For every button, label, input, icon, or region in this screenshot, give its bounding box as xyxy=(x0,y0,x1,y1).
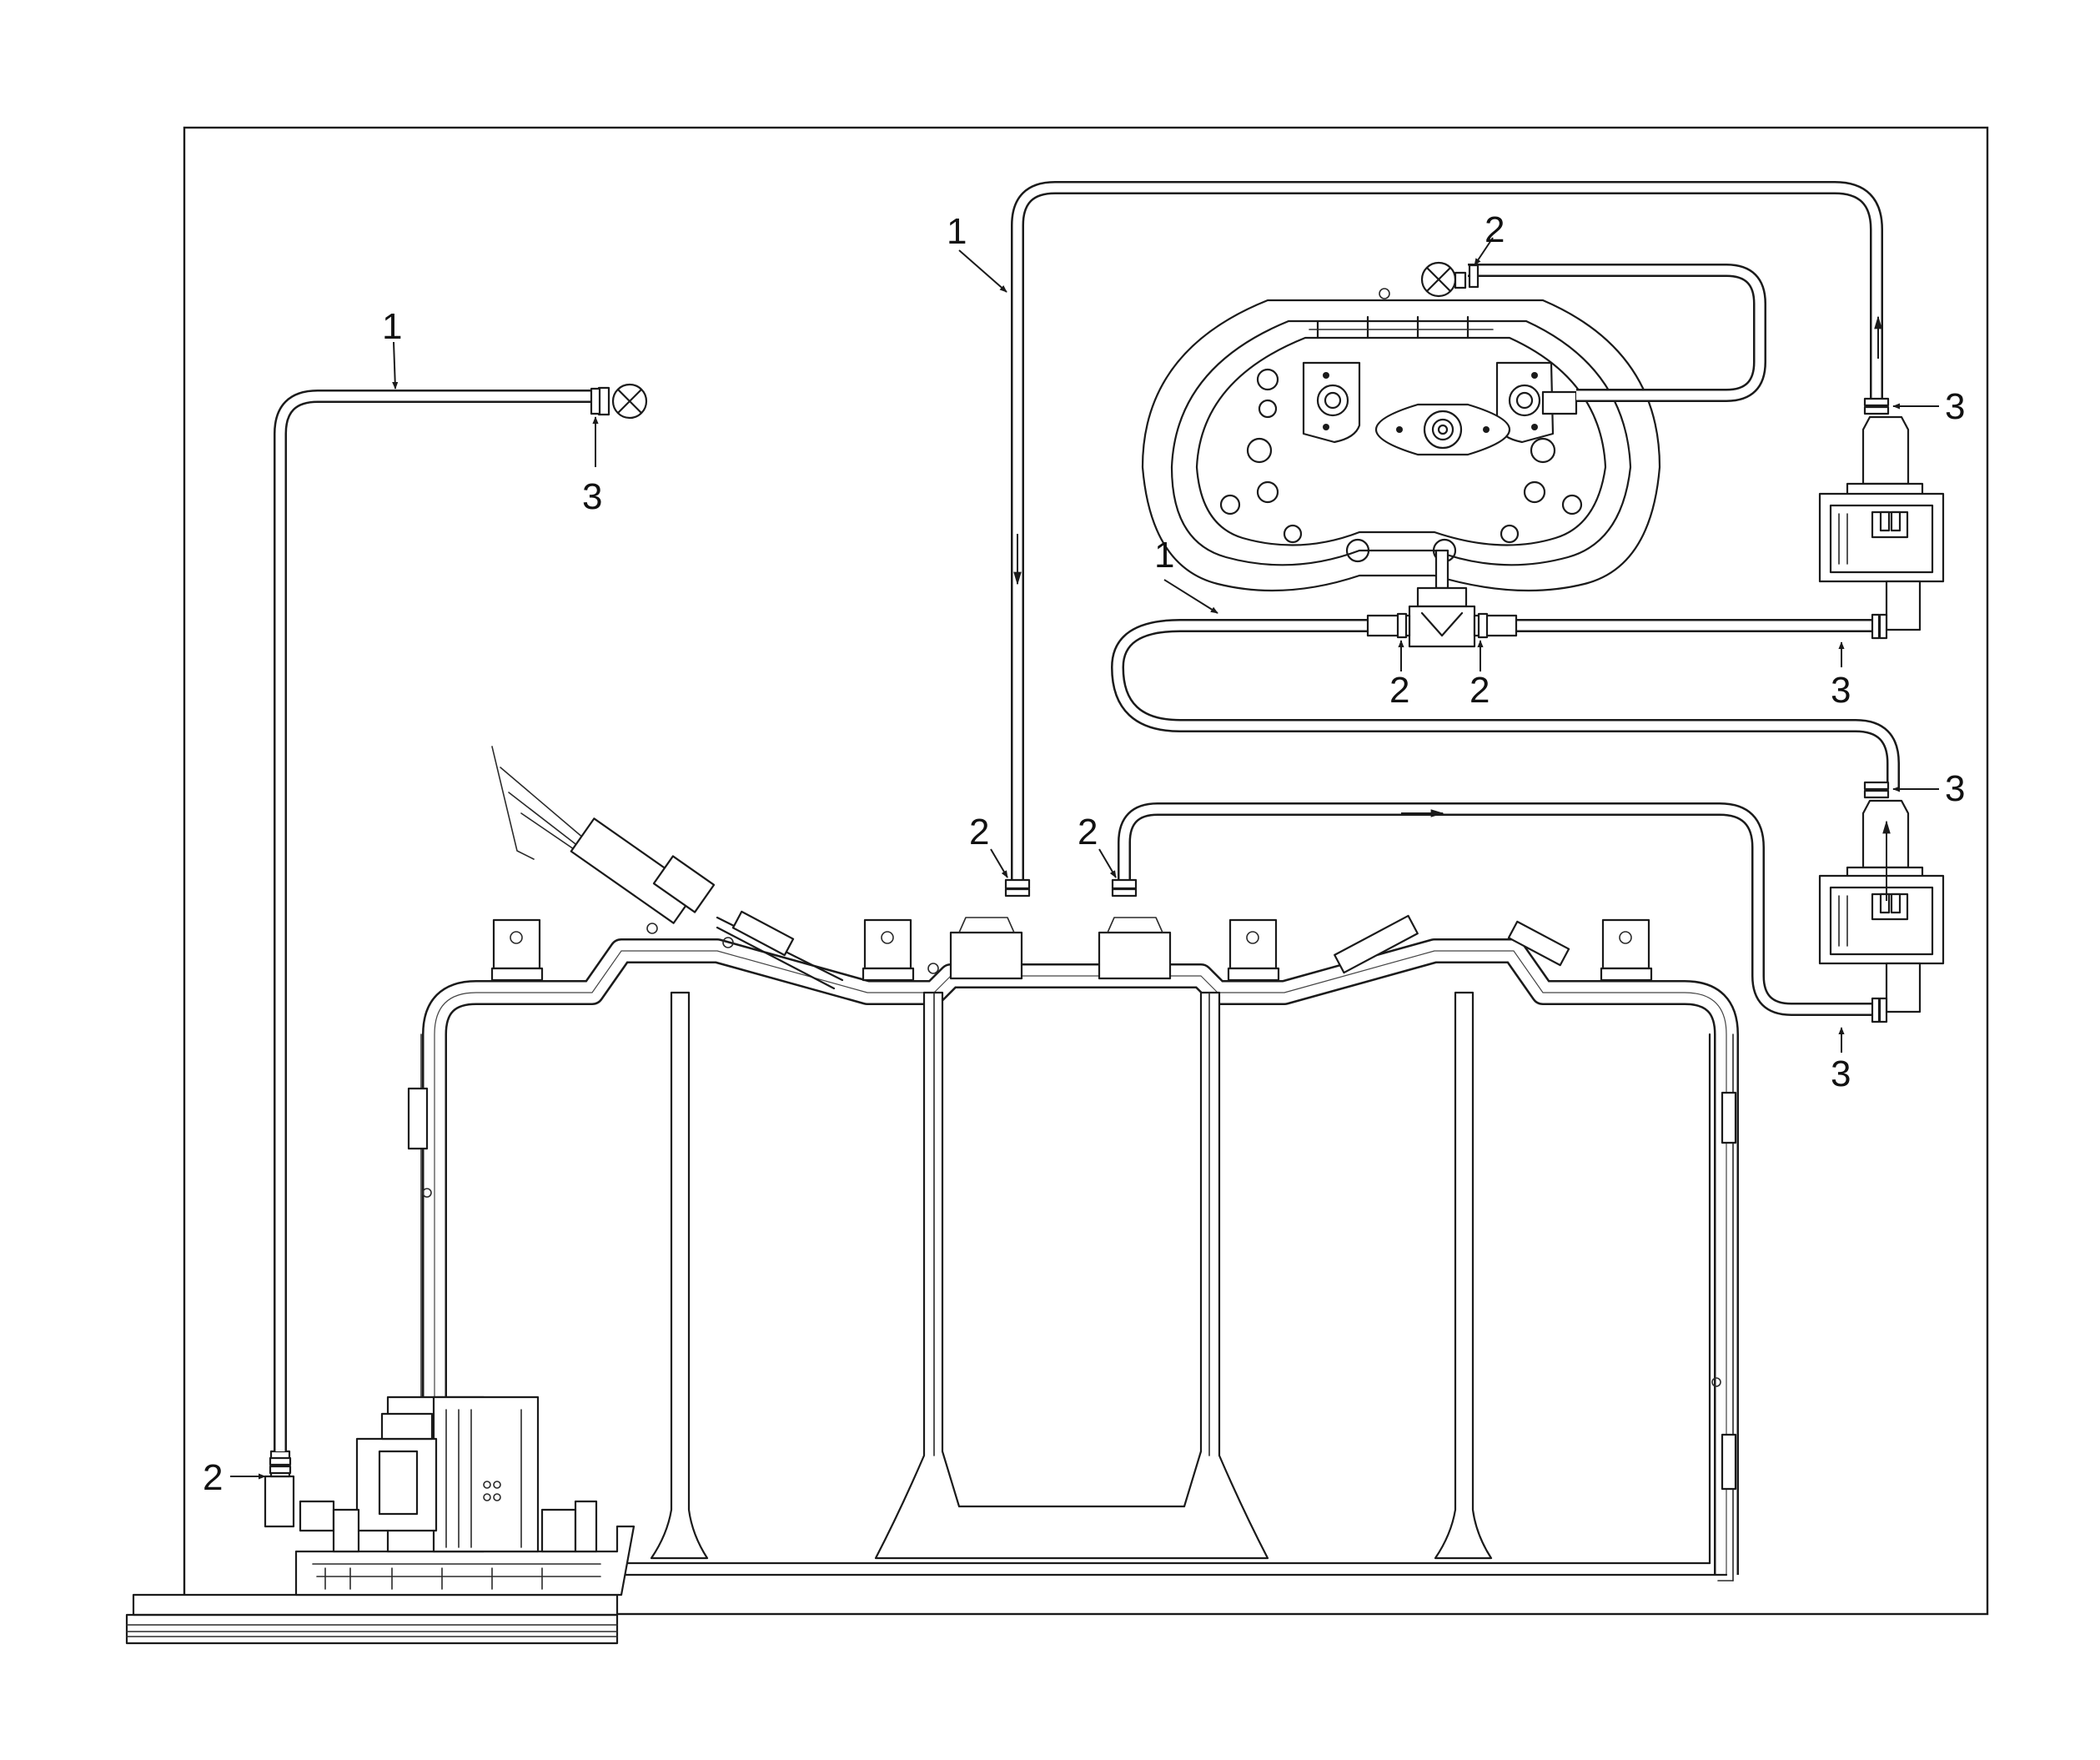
tubing xyxy=(274,181,1900,1451)
callout-1-left: 1 xyxy=(382,306,402,347)
callout-2-tank-left: 2 xyxy=(969,812,989,852)
callout-1-top: 1 xyxy=(947,211,967,252)
water-tank xyxy=(407,746,1739,1581)
callout-2-tee-left: 2 xyxy=(1389,670,1409,711)
pump-upper xyxy=(1818,415,1945,631)
callout-3-pump1-top: 3 xyxy=(1945,386,1965,427)
callout-leaders xyxy=(230,237,1939,1480)
valve-knob xyxy=(597,383,648,420)
callout-2-tank-right: 2 xyxy=(1078,812,1098,852)
callout-3-left: 3 xyxy=(582,476,602,517)
flow-arrows xyxy=(1013,315,1891,901)
callout-3-pump2-top: 3 xyxy=(1945,768,1965,809)
callout-2-heater: 2 xyxy=(1485,209,1505,250)
callout-2-bottom: 2 xyxy=(203,1457,223,1498)
hose-clamps xyxy=(269,264,1890,1475)
control-board xyxy=(125,1395,636,1645)
callout-1-mid: 1 xyxy=(1154,535,1174,576)
pump-lower xyxy=(1818,799,1945,1013)
callout-3-pump2-bottom: 3 xyxy=(1831,1053,1851,1094)
drawing-frame xyxy=(183,126,1989,1616)
t-connector xyxy=(1366,586,1518,648)
callout-3-pump1-bottom: 3 xyxy=(1831,670,1851,711)
callout-labels: 1 1 1 2 2 2 2 2 2 3 3 3 3 3 xyxy=(203,209,1965,1498)
boiler-heater xyxy=(1141,261,1661,592)
callout-2-tee-right: 2 xyxy=(1469,670,1490,711)
